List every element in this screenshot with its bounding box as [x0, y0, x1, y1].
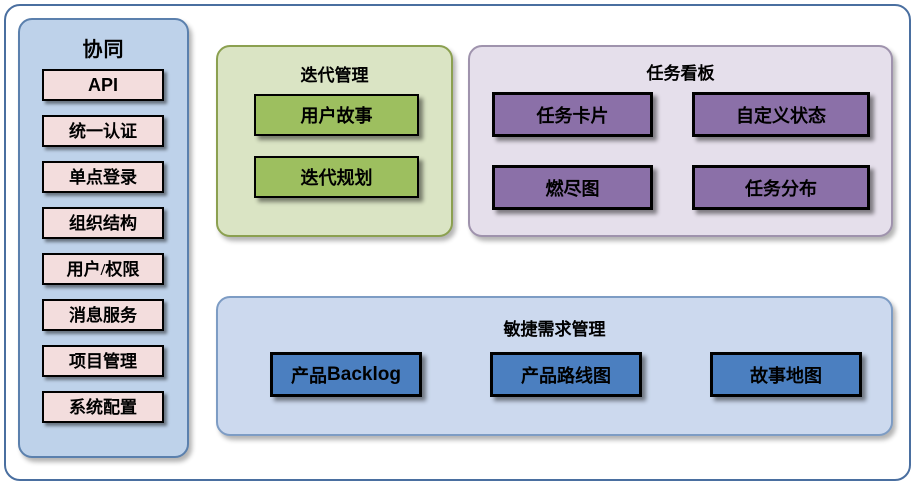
panel-agile-requirement-management-title: 敏捷需求管理 — [503, 320, 606, 339]
panel-collaboration[interactable]: 协同 API 统一认证 单点登录 组织结构 用户/权限 消息服务 项目管理 系统… — [18, 18, 189, 458]
agile-item-product-backlog-latin: Backlog — [327, 363, 401, 385]
taskboard-item-task-distribution[interactable]: 任务分布 — [692, 165, 870, 210]
taskboard-item-task-card[interactable]: 任务卡片 — [492, 92, 653, 137]
panel-iteration-management-title: 迭代管理 — [300, 66, 369, 85]
sidebar-item-project-management[interactable]: 项目管理 — [42, 345, 164, 377]
agile-item-product-roadmap[interactable]: 产品路线图 — [490, 352, 642, 397]
iteration-item-iteration-planning[interactable]: 迭代规划 — [254, 156, 419, 198]
sidebar-item-system-config[interactable]: 系统配置 — [42, 391, 164, 423]
sidebar-item-org-structure[interactable]: 组织结构 — [42, 207, 164, 239]
collaboration-item-list: API 统一认证 单点登录 组织结构 用户/权限 消息服务 项目管理 系统配置 — [42, 69, 168, 437]
sidebar-item-user-permission[interactable]: 用户/权限 — [42, 253, 164, 285]
taskboard-item-custom-status[interactable]: 自定义状态 — [692, 92, 870, 137]
panel-task-board-title: 任务看板 — [646, 64, 715, 83]
sidebar-item-single-sign-on[interactable]: 单点登录 — [42, 161, 164, 193]
panel-iteration-management[interactable]: 迭代管理 用户故事 迭代规划 — [216, 45, 453, 237]
panel-collaboration-title: 协同 — [82, 39, 125, 61]
taskboard-item-burndown-chart[interactable]: 燃尽图 — [492, 165, 653, 210]
iteration-item-user-story[interactable]: 用户故事 — [254, 94, 419, 136]
agile-item-story-map[interactable]: 故事地图 — [710, 352, 862, 397]
agile-item-product-backlog-han: 产品 — [291, 365, 328, 386]
sidebar-item-message-service[interactable]: 消息服务 — [42, 299, 164, 331]
outer-frame — [4, 4, 911, 481]
sidebar-item-api[interactable]: API — [42, 69, 164, 101]
panel-task-board[interactable]: 任务看板 任务卡片 自定义状态 燃尽图 任务分布 — [468, 45, 893, 237]
sidebar-item-unified-auth[interactable]: 统一认证 — [42, 115, 164, 147]
